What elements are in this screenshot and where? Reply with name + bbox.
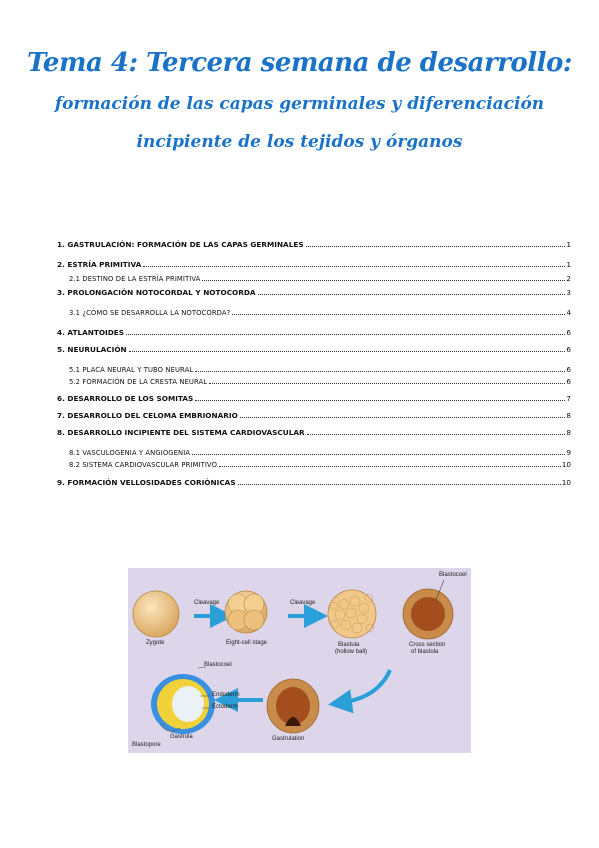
blastula-shape — [327, 589, 377, 639]
toc-entry-page: 2 — [566, 274, 571, 283]
toc-entry-label: 4. ATLANTOIDES — [57, 328, 125, 337]
toc-leader-dots — [192, 454, 566, 455]
toc-entry-label: 6. DESARROLLO DE LOS SOMITAS — [57, 394, 194, 403]
toc-entry-page: 7 — [566, 394, 571, 403]
toc-entry-label: 3.1 ¿CÓMO SE DESARROLLA LA NOTOCORDA? — [69, 309, 231, 317]
toc-leader-dots — [126, 334, 566, 335]
toc-entry[interactable]: 1. GASTRULACIÓN: FORMACIÓN DE LAS CAPAS … — [57, 240, 571, 249]
label-blastocoel-top: Blastocoel — [439, 572, 467, 578]
toc-leader-dots — [219, 466, 561, 467]
toc-entry-page: 6 — [566, 328, 571, 337]
toc-leader-dots — [209, 383, 566, 384]
label-blastopore: Blastopore — [132, 742, 161, 748]
title-line-2: formación de las capas germinales y dife… — [54, 94, 545, 114]
toc-entry-label: 3. PROLONGACIÓN NOTOCORDAL Y NOTOCORDA — [57, 288, 256, 297]
label-cross-section: Cross section — [409, 642, 446, 648]
toc-entry-page: 8 — [566, 428, 571, 437]
toc-entry[interactable]: 5.1 PLACA NEURAL Y TUBO NEURAL 6 — [57, 365, 571, 374]
toc-entry[interactable]: 8.1 VASCULOGENIA Y ANGIOGENIA 9 — [57, 448, 571, 457]
toc-leader-dots — [195, 371, 566, 372]
toc-leader-dots — [257, 294, 566, 295]
label-cleavage-2: Cleavage — [290, 600, 316, 606]
toc-entry[interactable]: 9. FORMACIÓN VELLOSIDADES CORIÓNICAS 10 — [57, 478, 571, 487]
label-ectoderm: Ectoderm — [212, 704, 238, 710]
toc-entry-label: 8. DESARROLLO INCIPIENTE DEL SISTEMA CAR… — [57, 428, 305, 437]
toc-entry-label: 2. ESTRÍA PRIMITIVA — [57, 260, 142, 269]
embryo-development-figure: Zygote Cleavage Eight-cell stage Cleavag… — [128, 568, 471, 753]
toc-leader-dots — [128, 351, 566, 352]
toc-leader-dots — [232, 314, 566, 315]
toc-leader-dots — [306, 434, 566, 435]
toc-entry-page: 6 — [566, 365, 571, 374]
toc-entry[interactable]: 3. PROLONGACIÓN NOTOCORDAL Y NOTOCORDA 3 — [57, 288, 571, 297]
toc-entry[interactable]: 8. DESARROLLO INCIPIENTE DEL SISTEMA CAR… — [57, 428, 571, 437]
toc-entry-page: 6 — [566, 345, 571, 354]
toc-entry[interactable]: 2.1 DESTINO DE LA ESTRÍA PRIMITIVA 2 — [57, 274, 571, 283]
toc-leader-dots — [305, 246, 566, 247]
toc-entry-page: 1 — [566, 240, 571, 249]
toc-leader-dots — [195, 400, 566, 401]
toc-entry-page: 4 — [566, 308, 571, 317]
label-blastocoel: Blastocoel — [204, 662, 232, 668]
toc-entry-label: 1. GASTRULACIÓN: FORMACIÓN DE LAS CAPAS … — [57, 240, 304, 249]
label-gastrulation: Gastrulation — [272, 736, 305, 742]
toc-entry-page: 3 — [566, 288, 571, 297]
label-blastula-sub: (hollow ball) — [335, 649, 368, 655]
label-gastrula: Gastrula — [170, 734, 193, 740]
toc-entry-page: 10 — [561, 478, 571, 487]
label-zygote: Zygote — [146, 640, 165, 646]
title-line-1: Tema 4: Tercera semana de desarrollo: — [27, 48, 572, 78]
toc-entry-page: 1 — [566, 260, 571, 269]
table-of-contents: 1. GASTRULACIÓN: FORMACIÓN DE LAS CAPAS … — [57, 240, 571, 487]
eight-cell-shape — [224, 590, 268, 634]
toc-entry-page: 10 — [561, 460, 571, 469]
toc-leader-dots — [237, 484, 561, 485]
toc-entry-label: 8.1 VASCULOGENIA Y ANGIOGENIA — [69, 449, 191, 457]
toc-entry-label: 5.1 PLACA NEURAL Y TUBO NEURAL — [69, 366, 194, 374]
toc-entry[interactable]: 4. ATLANTOIDES 6 — [57, 328, 571, 337]
label-blastula: Blastula — [338, 642, 360, 648]
toc-entry[interactable]: 5.2 FORMACIÓN DE LA CRESTA NEURAL 6 — [57, 377, 571, 386]
toc-entry[interactable]: 6. DESARROLLO DE LOS SOMITAS 7 — [57, 394, 571, 403]
toc-entry-label: 7. DESARROLLO DEL CELOMA EMBRIONARIO — [57, 411, 238, 420]
label-eight-cell: Eight-cell stage — [226, 640, 268, 646]
toc-entry[interactable]: 7. DESARROLLO DEL CELOMA EMBRIONARIO 8 — [57, 411, 571, 420]
toc-entry[interactable]: 3.1 ¿CÓMO SE DESARROLLA LA NOTOCORDA? 4 — [57, 308, 571, 317]
label-cleavage-1: Cleavage — [194, 600, 220, 606]
toc-leader-dots — [239, 417, 566, 418]
toc-entry-label: 5. NEURULACIÓN — [57, 345, 127, 354]
toc-entry-page: 6 — [566, 377, 571, 386]
label-cross-section-sub: of blastula — [411, 649, 439, 655]
label-endoderm: Endoderm — [212, 692, 240, 698]
toc-entry[interactable]: 5. NEURULACIÓN 6 — [57, 345, 571, 354]
toc-entry-label: 8.2 SISTEMA CARDIOVASCULAR PRIMITIVO — [69, 461, 218, 469]
toc-entry-label: 9. FORMACIÓN VELLOSIDADES CORIÓNICAS — [57, 478, 236, 487]
blastula-cross-section-shape — [402, 579, 454, 640]
toc-entry[interactable]: 2. ESTRÍA PRIMITIVA 1 — [57, 260, 571, 269]
gastrulation-shape — [266, 678, 320, 734]
toc-entry-page: 8 — [566, 411, 571, 420]
toc-entry-label: 2.1 DESTINO DE LA ESTRÍA PRIMITIVA — [69, 275, 201, 283]
toc-leader-dots — [143, 266, 566, 267]
toc-entry[interactable]: 8.2 SISTEMA CARDIOVASCULAR PRIMITIVO 10 — [57, 460, 571, 469]
title-line-3: incipiente de los tejidos y órganos — [136, 132, 463, 152]
gastrula-shape — [151, 666, 215, 734]
curved-arrow — [328, 669, 392, 714]
figure-illustration — [132, 579, 454, 734]
toc-leader-dots — [202, 280, 566, 281]
zygote-shape — [132, 590, 180, 638]
toc-entry-label: 5.2 FORMACIÓN DE LA CRESTA NEURAL — [69, 378, 208, 386]
toc-entry-page: 9 — [566, 448, 571, 457]
